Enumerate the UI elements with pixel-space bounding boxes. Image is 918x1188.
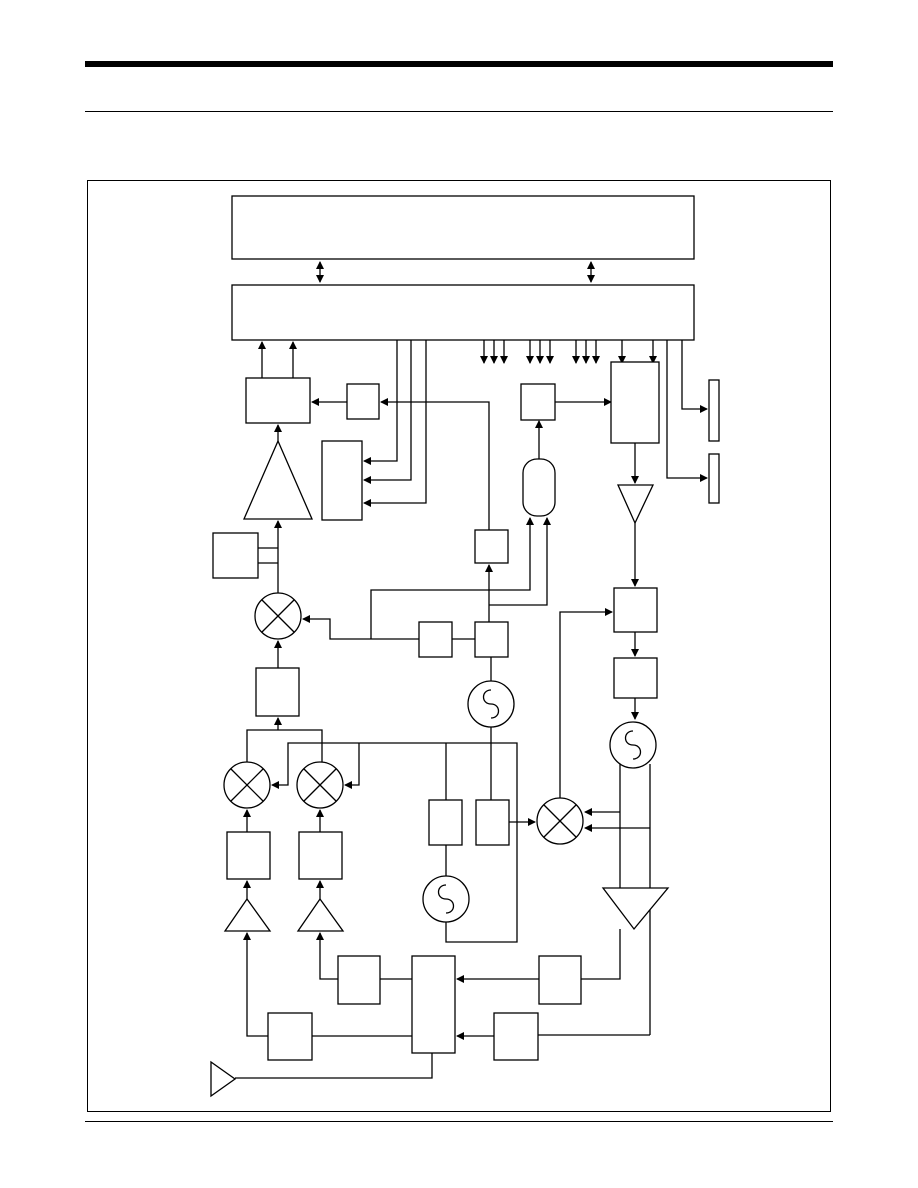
small-block-a <box>346 383 380 420</box>
header-thin-rule <box>85 111 833 112</box>
footer-rule <box>85 1121 833 1122</box>
power-amplifier <box>601 887 670 931</box>
bus-to-connector-1 <box>681 340 708 413</box>
lo-bus-q <box>344 743 360 789</box>
header-thick-rule <box>85 61 833 67</box>
pll-oval <box>522 458 556 517</box>
lna-i <box>223 897 272 932</box>
mixers-join <box>246 729 323 762</box>
ctrl-line-3 <box>363 340 427 507</box>
tx-bpf-block-1 <box>538 955 582 1005</box>
i-filter-block <box>226 831 271 880</box>
lo-bus <box>271 742 518 932</box>
line-to-smallA <box>380 398 490 530</box>
dsp-block <box>610 361 660 444</box>
lo-divider-block <box>474 621 509 658</box>
control-register-block <box>321 440 363 521</box>
prescaler-block <box>474 529 509 564</box>
tx-driver-amp <box>616 484 655 525</box>
edge-connector-1 <box>708 379 720 442</box>
tx-filter-block <box>613 657 658 699</box>
pa-out <box>581 929 621 980</box>
top-processor-block <box>231 195 695 260</box>
tx-bpf-block-2 <box>493 1012 539 1061</box>
ctrl-line-1 <box>363 340 398 465</box>
lo-to-rx-mixer <box>302 615 419 640</box>
rx-bpf-block-1 <box>337 955 381 1005</box>
q-filter-block <box>298 831 343 880</box>
tx-modulator-block <box>613 587 658 633</box>
duplexer-block <box>411 955 456 1054</box>
bus-to-connector-2 <box>666 340 708 482</box>
diagram-frame <box>87 180 831 1112</box>
pll-control-block <box>520 383 556 421</box>
edge-connector-2 <box>708 453 720 504</box>
rx-bpf-block-2 <box>267 1012 313 1061</box>
lo-branch-up <box>370 517 534 639</box>
lo-buffer-block <box>418 621 453 658</box>
phase-block-a <box>428 799 463 846</box>
control-bus-block <box>231 284 695 341</box>
if-second-block <box>255 667 300 717</box>
phase-block-b <box>475 799 510 846</box>
lo-branch-up-2 <box>489 517 551 606</box>
demod-block <box>245 377 311 424</box>
if-filter-block <box>212 532 259 579</box>
ctrl-line-2 <box>363 340 412 484</box>
if-amplifier <box>243 439 313 520</box>
antenna-icon <box>210 1060 237 1098</box>
lna-q <box>296 897 345 932</box>
tx-mixer-to-mod <box>559 608 613 798</box>
